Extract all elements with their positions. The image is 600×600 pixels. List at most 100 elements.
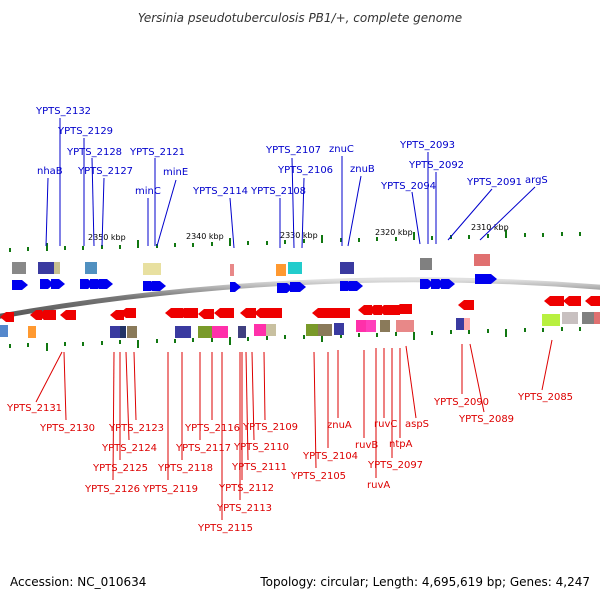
- gene-label-znuc[interactable]: znuC: [329, 144, 354, 155]
- reverse-leader-line: [63, 351, 67, 421]
- reverse-leader-line: [35, 351, 63, 403]
- reverse-gene-arrow: [198, 309, 214, 319]
- gene-label-ypts-2126[interactable]: YPTS_2126: [84, 484, 140, 495]
- reverse-gene-arrow: [38, 310, 56, 320]
- gene-label-ypts-2121[interactable]: YPTS_2121: [129, 147, 185, 158]
- reverse-leader-line: [125, 351, 130, 441]
- gene-label-ypts-2129[interactable]: YPTS_2129: [57, 126, 113, 137]
- gene-label-ypts-2118[interactable]: YPTS_2118: [157, 463, 213, 474]
- gene-label-ypts-2128[interactable]: YPTS_2128: [66, 147, 122, 158]
- gene-label-ypts-2112[interactable]: YPTS_2112: [218, 483, 274, 494]
- gene-label-ruvb[interactable]: ruvB: [355, 440, 378, 451]
- gene-label-ypts-2127[interactable]: YPTS_2127: [77, 166, 133, 177]
- gene-label-ypts-2115[interactable]: YPTS_2115: [197, 523, 253, 534]
- reverse-gene-arrow: [378, 305, 392, 315]
- gene-label-ypts-2097[interactable]: YPTS_2097: [367, 460, 423, 471]
- forward-gene-box: [85, 262, 97, 274]
- label-leader-lines: [35, 118, 553, 520]
- gene-label-nhab[interactable]: nhaB: [37, 166, 63, 177]
- reverse-gene-box: [562, 312, 578, 324]
- forward-leader-line: [229, 197, 235, 249]
- gene-label-ypts-2094[interactable]: YPTS_2094: [380, 181, 436, 192]
- reverse-gene-arrow: [358, 305, 372, 315]
- forward-leader-line: [156, 179, 177, 247]
- reverse-gene-box: [594, 312, 600, 324]
- gene-label-ypts-2125[interactable]: YPTS_2125: [92, 463, 148, 474]
- reverse-gene-arrow: [110, 310, 124, 320]
- reverse-gene-box: [582, 312, 594, 324]
- tick-label-2310: 2310 kbp: [471, 223, 509, 232]
- forward-strand-features: [12, 254, 497, 293]
- reverse-gene-box: [212, 326, 228, 338]
- reverse-gene-arrow: [458, 300, 474, 310]
- reverse-leader-line: [263, 351, 266, 421]
- forward-gene-box: [54, 262, 60, 274]
- gene-label-ypts-2091[interactable]: YPTS_2091: [466, 177, 522, 188]
- reverse-gene-box: [266, 324, 276, 336]
- gene-label-ruva[interactable]: ruvA: [367, 480, 390, 491]
- gene-label-asps[interactable]: aspS: [405, 419, 429, 430]
- reverse-leader-line: [405, 345, 417, 419]
- genome-summary-text: Topology: circular; Length: 4,695,619 bp…: [259, 575, 590, 589]
- gene-label-ypts-2093[interactable]: YPTS_2093: [399, 140, 455, 151]
- reverse-gene-box: [110, 326, 120, 338]
- forward-gene-box: [340, 262, 354, 274]
- reverse-gene-arrow: [254, 308, 270, 318]
- gene-label-ypts-2132[interactable]: YPTS_2132: [35, 106, 91, 117]
- gene-label-ruvc[interactable]: ruvC: [374, 419, 397, 430]
- accession-text: Accession: NC_010634: [10, 575, 146, 589]
- gene-label-ypts-2131[interactable]: YPTS_2131: [6, 403, 62, 414]
- gene-label-ypts-2130[interactable]: YPTS_2130: [39, 423, 95, 434]
- gene-label-args[interactable]: argS: [525, 175, 548, 186]
- reverse-gene-box: [356, 320, 366, 332]
- gene-label-ypts-2111[interactable]: YPTS_2111: [231, 462, 287, 473]
- forward-gene-box: [276, 264, 286, 276]
- gene-label-minc[interactable]: minC: [135, 186, 161, 197]
- gene-label-ypts-2108[interactable]: YPTS_2108: [250, 186, 306, 197]
- reverse-gene-box: [127, 326, 137, 338]
- tick-marks: [9, 230, 581, 351]
- gene-label-ypts-2119[interactable]: YPTS_2119: [142, 484, 198, 495]
- gene-label-ypts-2124[interactable]: YPTS_2124: [101, 443, 157, 454]
- tick-label-2330: 2330 kbp: [280, 231, 318, 240]
- gene-label-znua[interactable]: znuA: [327, 420, 352, 431]
- forward-leader-line: [347, 175, 362, 247]
- genome-title: Yersinia pseudotuberculosis PB1/+, compl…: [138, 11, 462, 25]
- gene-label-znub[interactable]: znuB: [350, 164, 375, 175]
- gene-label-ypts-2110[interactable]: YPTS_2110: [233, 442, 289, 453]
- gene-label-ntpa[interactable]: ntpA: [389, 439, 413, 450]
- forward-leader-line: [447, 188, 493, 241]
- gene-label-ypts-2090[interactable]: YPTS_2090: [433, 397, 489, 408]
- reverse-gene-box: [198, 326, 212, 338]
- forward-leader-line: [291, 157, 295, 249]
- reverse-gene-arrow: [60, 310, 76, 320]
- gene-label-ypts-2123[interactable]: YPTS_2123: [108, 423, 164, 434]
- gene-label-ypts-2107[interactable]: YPTS_2107: [265, 145, 321, 156]
- gene-label-ypts-2116[interactable]: YPTS_2116: [184, 423, 240, 434]
- gene-label-ypts-2092[interactable]: YPTS_2092: [408, 160, 464, 171]
- reverse-gene-arrow: [0, 312, 14, 322]
- reverse-gene-arrow: [178, 308, 198, 318]
- forward-gene-arrow: [441, 279, 455, 289]
- reverse-gene-box: [28, 326, 36, 338]
- gene-label-ypts-2089[interactable]: YPTS_2089: [458, 414, 514, 425]
- forward-gene-arrow: [277, 283, 293, 293]
- reverse-gene-box: [306, 324, 318, 336]
- gene-label-ypts-2113[interactable]: YPTS_2113: [216, 503, 272, 514]
- reverse-gene-box: [334, 323, 344, 335]
- gene-label-ypts-2104[interactable]: YPTS_2104: [302, 451, 358, 462]
- tick-label-2320: 2320 kbp: [375, 228, 413, 237]
- tick-label-2340: 2340 kbp: [186, 232, 224, 241]
- gene-label-ypts-2117[interactable]: YPTS_2117: [175, 443, 231, 454]
- gene-label-ypts-2114[interactable]: YPTS_2114: [192, 186, 248, 197]
- reverse-gene-box: [254, 324, 266, 336]
- reverse-gene-arrow: [165, 308, 183, 318]
- gene-label-ypts-2109[interactable]: YPTS_2109: [242, 422, 298, 433]
- reverse-gene-box: [120, 326, 126, 338]
- gene-label-ypts-2106[interactable]: YPTS_2106: [277, 165, 333, 176]
- gene-label-ypts-2105[interactable]: YPTS_2105: [290, 471, 346, 482]
- gene-label-mine[interactable]: minE: [163, 167, 188, 178]
- gene-label-ypts-2085[interactable]: YPTS_2085: [517, 392, 573, 403]
- forward-leader-line: [411, 191, 421, 245]
